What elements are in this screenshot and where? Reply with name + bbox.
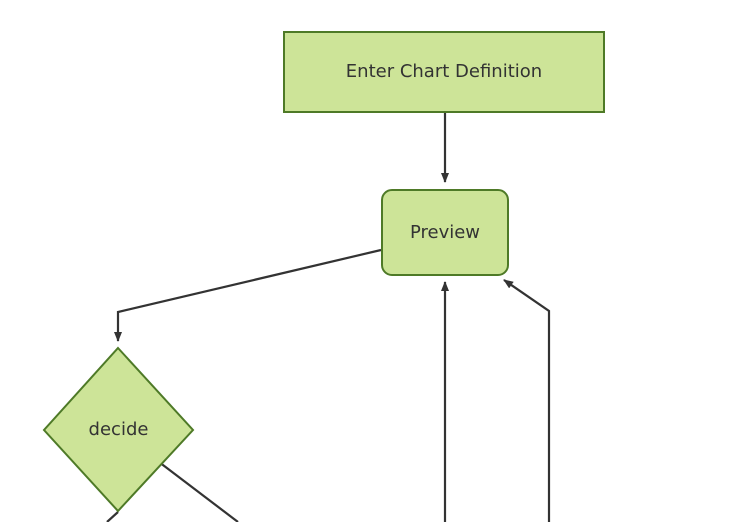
node-preview[interactable] — [381, 189, 509, 276]
node-decide[interactable] — [42, 346, 195, 513]
edge-preview-to-decide — [114, 248, 382, 342]
edge-decide-right-out — [158, 461, 239, 522]
node-layer — [42, 31, 605, 513]
edge-decide-bottom-out — [106, 511, 119, 522]
node-enter-chart-definition[interactable] — [283, 31, 605, 113]
edge-bottom-right-to-preview — [503, 279, 551, 522]
edge-layer — [106, 113, 551, 522]
